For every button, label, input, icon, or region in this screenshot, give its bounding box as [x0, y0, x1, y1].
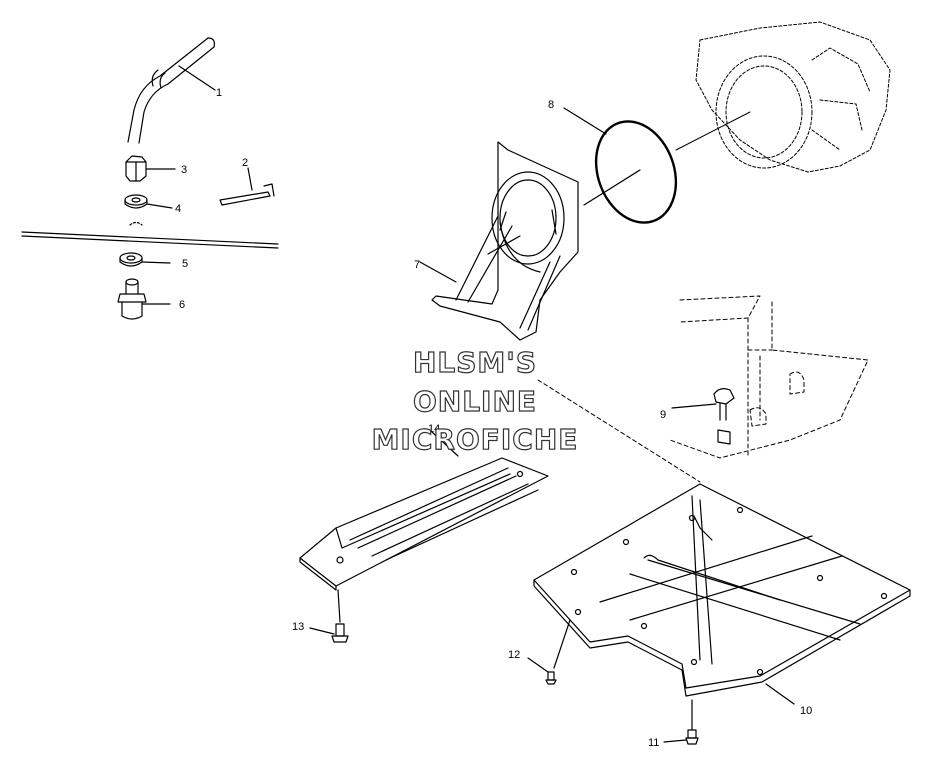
callout-9: 9 — [660, 409, 666, 421]
watermark-line-3: MICROFICHE — [371, 422, 579, 456]
callout-10: 10 — [800, 705, 812, 717]
watermark-line-2: ONLINE — [412, 384, 538, 418]
divider-lines — [21, 231, 279, 249]
bolt-part-13 — [309, 623, 349, 643]
callout-1: 1 — [216, 87, 222, 99]
callout-5: 5 — [182, 258, 188, 270]
chute-bracket-part — [419, 141, 579, 341]
bolt-part-11 — [663, 699, 699, 745]
o-ring-part — [563, 107, 678, 224]
callout-6: 6 — [179, 299, 185, 311]
callout-8: 8 — [548, 99, 554, 111]
dashed-frame — [537, 295, 869, 483]
callout-7: 7 — [414, 259, 420, 271]
washer-part-4 — [124, 194, 173, 226]
callout-14: 14 — [428, 423, 440, 435]
hose-part — [127, 37, 216, 144]
callout-4: 4 — [175, 203, 181, 215]
screw-part-12 — [527, 619, 571, 685]
callout-3: 3 — [181, 164, 187, 176]
engine-housing — [675, 21, 891, 173]
skid-plate-part — [533, 483, 911, 705]
watermark-line-1: HLSM'S — [412, 345, 538, 379]
pin-part — [219, 167, 275, 206]
callout-labels: 1 2 3 4 5 6 7 8 9 10 11 12 13 14 — [175, 87, 812, 749]
callout-11: 11 — [648, 737, 659, 749]
callout-12: 12 — [508, 649, 520, 661]
screw-part-9 — [671, 388, 735, 445]
nut-part — [125, 155, 176, 182]
callout-2: 2 — [242, 157, 248, 169]
fitting-part — [117, 278, 171, 320]
grommet-part — [119, 252, 171, 267]
callout-13: 13 — [292, 621, 304, 633]
runner-part — [299, 431, 549, 623]
